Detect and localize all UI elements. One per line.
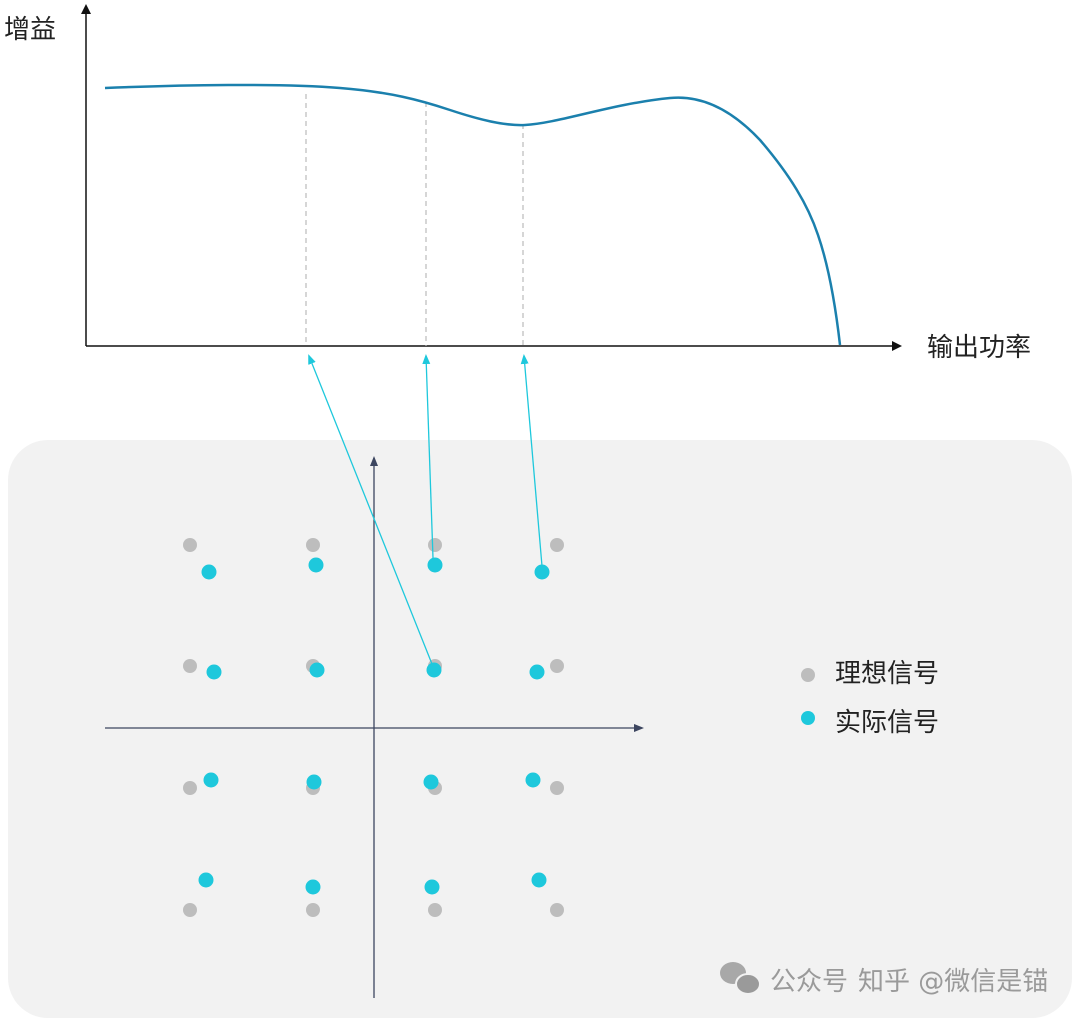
actual-point bbox=[198, 872, 214, 888]
wechat-icon bbox=[720, 962, 761, 995]
legend-ideal-label: 理想信号 bbox=[835, 659, 939, 689]
mapping-arrow-3 bbox=[520, 354, 543, 567]
gain-curve bbox=[104, 83, 842, 346]
ideal-point bbox=[183, 659, 197, 673]
actual-point bbox=[309, 662, 325, 678]
ideal-point bbox=[183, 781, 197, 795]
ideal-point bbox=[550, 659, 564, 673]
legend-ideal-marker bbox=[801, 668, 815, 682]
watermark: 公众号 知乎 @微信是锚 bbox=[720, 962, 1048, 997]
ideal-point bbox=[183, 903, 197, 917]
ideal-point bbox=[428, 903, 442, 917]
actual-point bbox=[529, 664, 545, 680]
mapping-arrow-1 bbox=[308, 354, 433, 665]
mapping-arrow-2 bbox=[422, 354, 434, 559]
actual-point bbox=[203, 772, 219, 788]
actual-point bbox=[306, 774, 322, 790]
actual-point bbox=[308, 557, 324, 573]
actual-point bbox=[426, 662, 442, 678]
actual-point bbox=[305, 879, 321, 895]
actual-point bbox=[424, 879, 440, 895]
watermark-text-1: 公众号 bbox=[770, 967, 848, 997]
ideal-point bbox=[306, 903, 320, 917]
legend-actual-label: 实际信号 bbox=[835, 708, 939, 738]
constellation-axes bbox=[105, 456, 644, 998]
ideal-point bbox=[306, 538, 320, 552]
actual-point bbox=[206, 664, 222, 680]
actual-points bbox=[198, 557, 550, 895]
actual-point bbox=[525, 772, 541, 788]
actual-point bbox=[534, 564, 550, 580]
ideal-point bbox=[550, 903, 564, 917]
gain-chart: 增益 输出功率 bbox=[4, 4, 1031, 363]
y-axis-label: 增益 bbox=[4, 15, 56, 45]
actual-point bbox=[427, 557, 443, 573]
ideal-points bbox=[183, 538, 564, 917]
ideal-point bbox=[550, 781, 564, 795]
ideal-point bbox=[428, 538, 442, 552]
watermark-text-2: 知乎 @微信是锚 bbox=[858, 967, 1048, 997]
actual-point bbox=[423, 774, 439, 790]
legend-actual-marker bbox=[801, 711, 815, 725]
ideal-point bbox=[183, 538, 197, 552]
ideal-point bbox=[550, 538, 564, 552]
actual-point bbox=[201, 564, 217, 580]
legend: 理想信号 实际信号 bbox=[801, 659, 939, 738]
actual-point bbox=[531, 872, 547, 888]
constellation-panel bbox=[8, 440, 1072, 1018]
x-axis-label: 输出功率 bbox=[927, 333, 1031, 363]
